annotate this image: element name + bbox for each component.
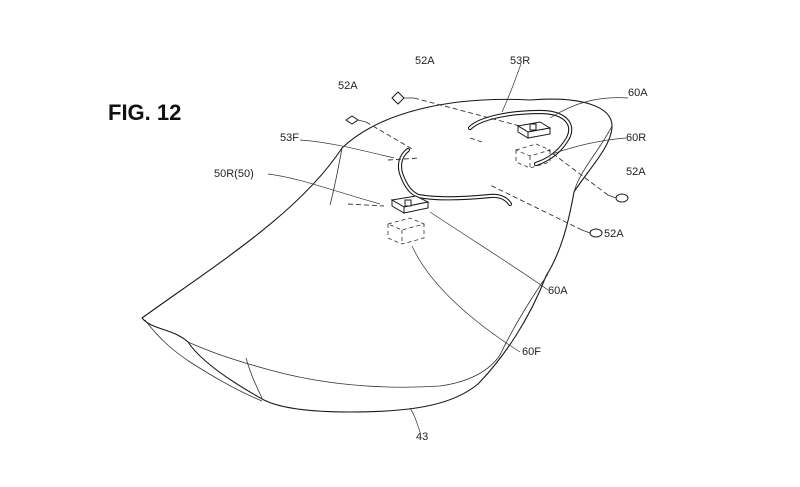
label-43: 43 [416,431,428,443]
reference-labels: 52A 53R 52A 60A 53F 60R 50R(50) 52A 52A … [214,55,648,443]
rear-bracket-60A [518,122,550,138]
label-53F: 53F [280,132,299,144]
label-60A-top: 60A [628,87,648,99]
front-block-60F [388,218,424,244]
assembly-lines [348,98,608,230]
fastener-52A-lower [582,229,602,237]
leader-lines [268,64,628,432]
fastener-52A-left [346,116,366,124]
label-52A-right: 52A [626,166,646,178]
fastener-52A-right [608,194,628,202]
rear-block-60R [516,144,550,168]
label-60R: 60R [626,132,646,144]
label-52A-lower: 52A [604,228,624,240]
label-50R: 50R(50) [214,168,254,180]
label-52A-left: 52A [338,80,358,92]
label-60F: 60F [522,346,541,358]
label-60A-bottom: 60A [548,285,568,297]
seat-body [142,99,612,412]
label-52A-top: 52A [415,55,435,67]
fastener-52A-top [392,92,414,104]
rear-rail-53R [470,112,570,164]
label-53R: 53R [510,55,530,67]
figure-title: FIG. 12 [108,100,181,125]
